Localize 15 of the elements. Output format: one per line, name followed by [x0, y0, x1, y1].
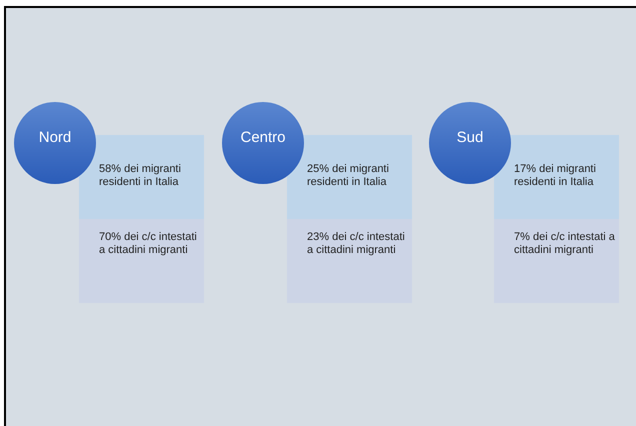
statistic-text: 70% dei c/c intestati a cittadini migranti: [99, 231, 198, 257]
statistic-text: 25% dei migranti residenti in Italia: [307, 163, 390, 189]
statistic-box: [287, 219, 412, 303]
statistic-box: [79, 219, 204, 303]
statistic-box: [287, 135, 412, 219]
statistic-box: [494, 135, 619, 219]
region-name: Centro: [240, 128, 286, 148]
statistic-text: 23% dei c/c intestati a cittadini migranti: [307, 231, 406, 257]
region-name: Nord: [38, 128, 72, 148]
statistic-box: [494, 219, 619, 303]
region-name: Sud: [456, 128, 484, 148]
statistic-text: 7% dei c/c intestati a cittadini migranti: [514, 231, 615, 257]
statistic-box: [79, 135, 204, 219]
statistic-text: 58% dei migranti residenti in Italia: [99, 163, 182, 189]
statistic-text: 17% dei migranti residenti in Italia: [514, 163, 597, 189]
